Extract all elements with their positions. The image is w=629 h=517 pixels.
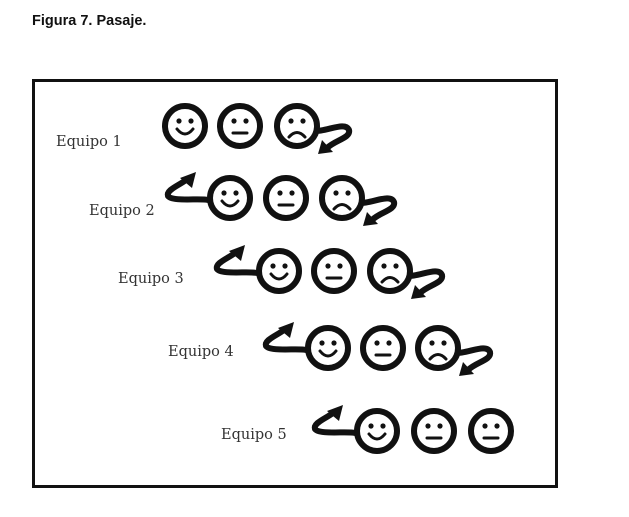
arrow-out-icon xyxy=(451,345,494,376)
team-row-3 xyxy=(213,245,446,299)
neutral-face-icon xyxy=(360,325,406,371)
arrow-in-icon xyxy=(311,405,358,436)
team-row-4 xyxy=(262,322,494,376)
arrow-in-icon xyxy=(213,245,260,276)
figure-caption: Figura 7. Pasaje. xyxy=(32,13,147,29)
smile-face-icon xyxy=(305,325,351,371)
smile-face-icon xyxy=(162,103,208,149)
team-row-2 xyxy=(164,172,398,226)
sad-face-icon xyxy=(367,248,413,294)
neutral-face-icon xyxy=(311,248,357,294)
arrow-in-icon xyxy=(164,172,211,203)
team-label-5: Equipo 5 xyxy=(221,427,287,443)
sad-face-icon xyxy=(274,103,320,149)
smile-face-icon xyxy=(256,248,302,294)
smile-face-icon xyxy=(207,175,253,221)
arrow-out-icon xyxy=(310,123,353,154)
team-row-1 xyxy=(162,103,353,154)
sad-face-icon xyxy=(319,175,365,221)
arrow-in-icon xyxy=(262,322,309,353)
team-label-1: Equipo 1 xyxy=(56,134,122,150)
team-label-4: Equipo 4 xyxy=(168,344,234,360)
arrow-out-icon xyxy=(403,268,446,299)
team-row-5 xyxy=(311,405,514,454)
arrow-out-icon xyxy=(355,195,398,226)
smile-face-icon xyxy=(354,408,400,454)
neutral-face-icon xyxy=(263,175,309,221)
team-label-2: Equipo 2 xyxy=(89,203,155,219)
neutral-face-icon xyxy=(468,408,514,454)
neutral-face-icon xyxy=(217,103,263,149)
sad-face-icon xyxy=(415,325,461,371)
team-label-3: Equipo 3 xyxy=(118,271,184,287)
neutral-face-icon xyxy=(411,408,457,454)
